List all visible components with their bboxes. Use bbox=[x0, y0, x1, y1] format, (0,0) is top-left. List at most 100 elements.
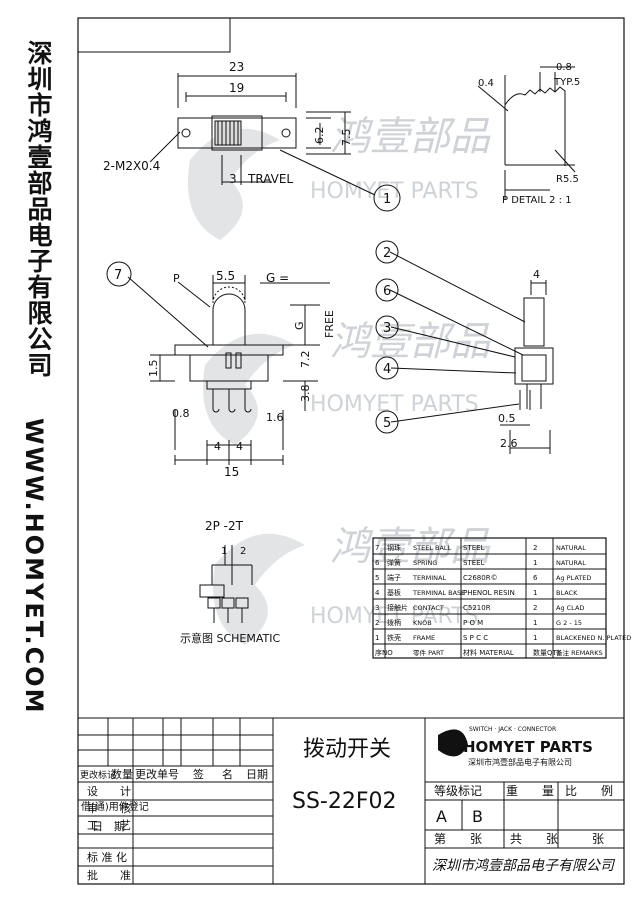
watermark-cn-2: 鸿壹部品 bbox=[330, 319, 491, 365]
website-vertical: WWW.HOMYET.COM bbox=[20, 418, 48, 715]
bom-header-cell: 备注 REMARKS bbox=[556, 648, 603, 657]
bom-cell: BLACK bbox=[556, 589, 578, 597]
detail-radius: R5.5 bbox=[556, 174, 579, 185]
watermark-brand-3: HOMYET PARTS bbox=[310, 604, 479, 629]
dim-overall: 23 bbox=[229, 60, 244, 74]
dim-0-8: 0.8 bbox=[172, 407, 190, 420]
detail-dim-a: 0.8 bbox=[556, 62, 572, 73]
dim-4a: 4 bbox=[214, 440, 221, 453]
p-label: P bbox=[173, 272, 180, 285]
grade-a: A bbox=[436, 807, 447, 826]
rev-header-name: 名 bbox=[222, 767, 233, 781]
dim-3-8: 3.8 bbox=[299, 385, 312, 403]
bom-cell: 1 bbox=[533, 559, 537, 567]
bom-header-cell: 零件 PART bbox=[413, 648, 444, 657]
bom-cell: 弹簧 bbox=[387, 558, 401, 567]
date-label: 日 期 bbox=[92, 820, 125, 833]
side-dim-4: 4 bbox=[533, 268, 540, 281]
grade-b: B bbox=[472, 807, 483, 826]
bom-cell: STEEL BALL bbox=[413, 544, 452, 552]
role-design: 设 计 bbox=[87, 785, 131, 798]
bom-cell: 基板 bbox=[387, 588, 401, 597]
bom-cell: 7 bbox=[375, 544, 379, 552]
watermark-cn-3: 鸿壹部品 bbox=[330, 524, 491, 570]
bom-cell: 拨柄 bbox=[387, 618, 401, 627]
weight-label: 重 量 bbox=[506, 784, 554, 798]
bom-cell: G 2 - 15 bbox=[556, 619, 582, 627]
scale-label: 比 例 bbox=[565, 784, 613, 798]
detail-dim-b: TYP.5 bbox=[553, 77, 580, 88]
drawing-frame bbox=[77, 17, 625, 885]
travel-label: TRAVEL bbox=[247, 172, 293, 186]
callout-7: 7 bbox=[114, 268, 122, 283]
signature-company: 深圳市鸿壹部品电子有限公司 bbox=[432, 858, 616, 874]
model-number: SS-22F02 bbox=[292, 789, 397, 814]
dim-knob: 5.5 bbox=[216, 269, 235, 283]
dim-4b: 4 bbox=[236, 440, 243, 453]
logo-mark bbox=[438, 729, 468, 757]
rev-header-mark: 更改标记 bbox=[80, 769, 116, 781]
bom-cell: NATURAL bbox=[556, 544, 586, 552]
bom-header-cell: 数量QTY bbox=[533, 648, 562, 657]
schematic bbox=[199, 545, 253, 623]
bom-cell: TERMINAL bbox=[412, 574, 446, 582]
bom-cell: TERMINAL BASE bbox=[412, 589, 465, 597]
bom-cell: STEEL bbox=[463, 559, 485, 567]
bom-cell: 6 bbox=[533, 574, 538, 582]
bom-cell: 接触片 bbox=[387, 603, 408, 612]
bom-cell: C5210R bbox=[463, 604, 491, 612]
screw-note: 2-M2X0.4 bbox=[103, 159, 160, 173]
bom-cell: 1 bbox=[375, 634, 379, 642]
bom-cell: 端子 bbox=[387, 573, 401, 582]
schematic-pin-2: 2 bbox=[240, 546, 246, 557]
schematic-label: 示意图 SCHEMATIC bbox=[180, 631, 281, 645]
bom-cell: Ag CLAD bbox=[556, 604, 584, 612]
bom-cell: NATURAL bbox=[556, 559, 586, 567]
bom-header-cell: 序NO bbox=[375, 648, 393, 657]
detail-dim-c: 0.4 bbox=[478, 78, 494, 89]
bom-cell: Ag PLATED bbox=[556, 574, 591, 582]
watermark-cn-1: 鸿壹部品 bbox=[330, 114, 491, 160]
bom-cell: 1 bbox=[533, 589, 537, 597]
callout-6: 6 bbox=[383, 284, 391, 299]
watermark-brand-2: HOMYET PARTS bbox=[310, 392, 479, 417]
role-approve: 批 准 bbox=[87, 868, 131, 882]
dim-15: 15 bbox=[224, 465, 239, 479]
bom-cell: SPRING bbox=[413, 559, 437, 567]
side-dim-2-6: 2.6 bbox=[500, 437, 518, 450]
dim-free: FREE bbox=[323, 310, 336, 338]
sheet-label: 第 张 bbox=[434, 832, 482, 846]
bom-cell: 1 bbox=[533, 634, 537, 642]
corner-box bbox=[77, 17, 231, 53]
callout-2: 2 bbox=[383, 246, 391, 261]
bom-cell: 4 bbox=[375, 589, 380, 597]
side-view bbox=[375, 240, 554, 454]
bom-cell: PHENOL RESIN bbox=[463, 589, 515, 597]
schematic-pin-1: 1 bbox=[221, 546, 227, 557]
borrow-register: 借(通)用件登记 bbox=[81, 800, 149, 813]
product-name: 拨动开关 bbox=[303, 737, 391, 762]
detail-view bbox=[477, 66, 576, 200]
role-process: 工 艺 bbox=[87, 819, 131, 832]
bom-cell: 2 bbox=[533, 604, 537, 612]
dim-1-5: 1.5 bbox=[147, 360, 160, 378]
bom-header-cell: 材料 MATERIAL bbox=[463, 648, 514, 657]
grade-label: 等级标记 bbox=[434, 784, 482, 798]
logo-brand: HOMYET PARTS bbox=[463, 738, 593, 756]
dim-travel: 3 bbox=[229, 172, 237, 186]
bom-cell: CONTACT bbox=[413, 604, 444, 612]
title-block bbox=[77, 717, 624, 884]
side-dim-0-5: 0.5 bbox=[498, 412, 516, 425]
bom-cell: STEEL bbox=[463, 544, 485, 552]
rev-header-order: 更改单号 bbox=[135, 767, 179, 781]
bom-cell: S P C C bbox=[463, 634, 488, 642]
total-label: 共 张 bbox=[510, 832, 558, 846]
logo-tagline: SWITCH · JACK · CONNECTOR bbox=[469, 726, 556, 733]
bom-cell: C2680R© bbox=[463, 574, 498, 582]
front-view bbox=[106, 261, 330, 465]
dim-1-6: 1.6 bbox=[266, 411, 284, 424]
rev-header-date: 日期 bbox=[246, 768, 268, 781]
